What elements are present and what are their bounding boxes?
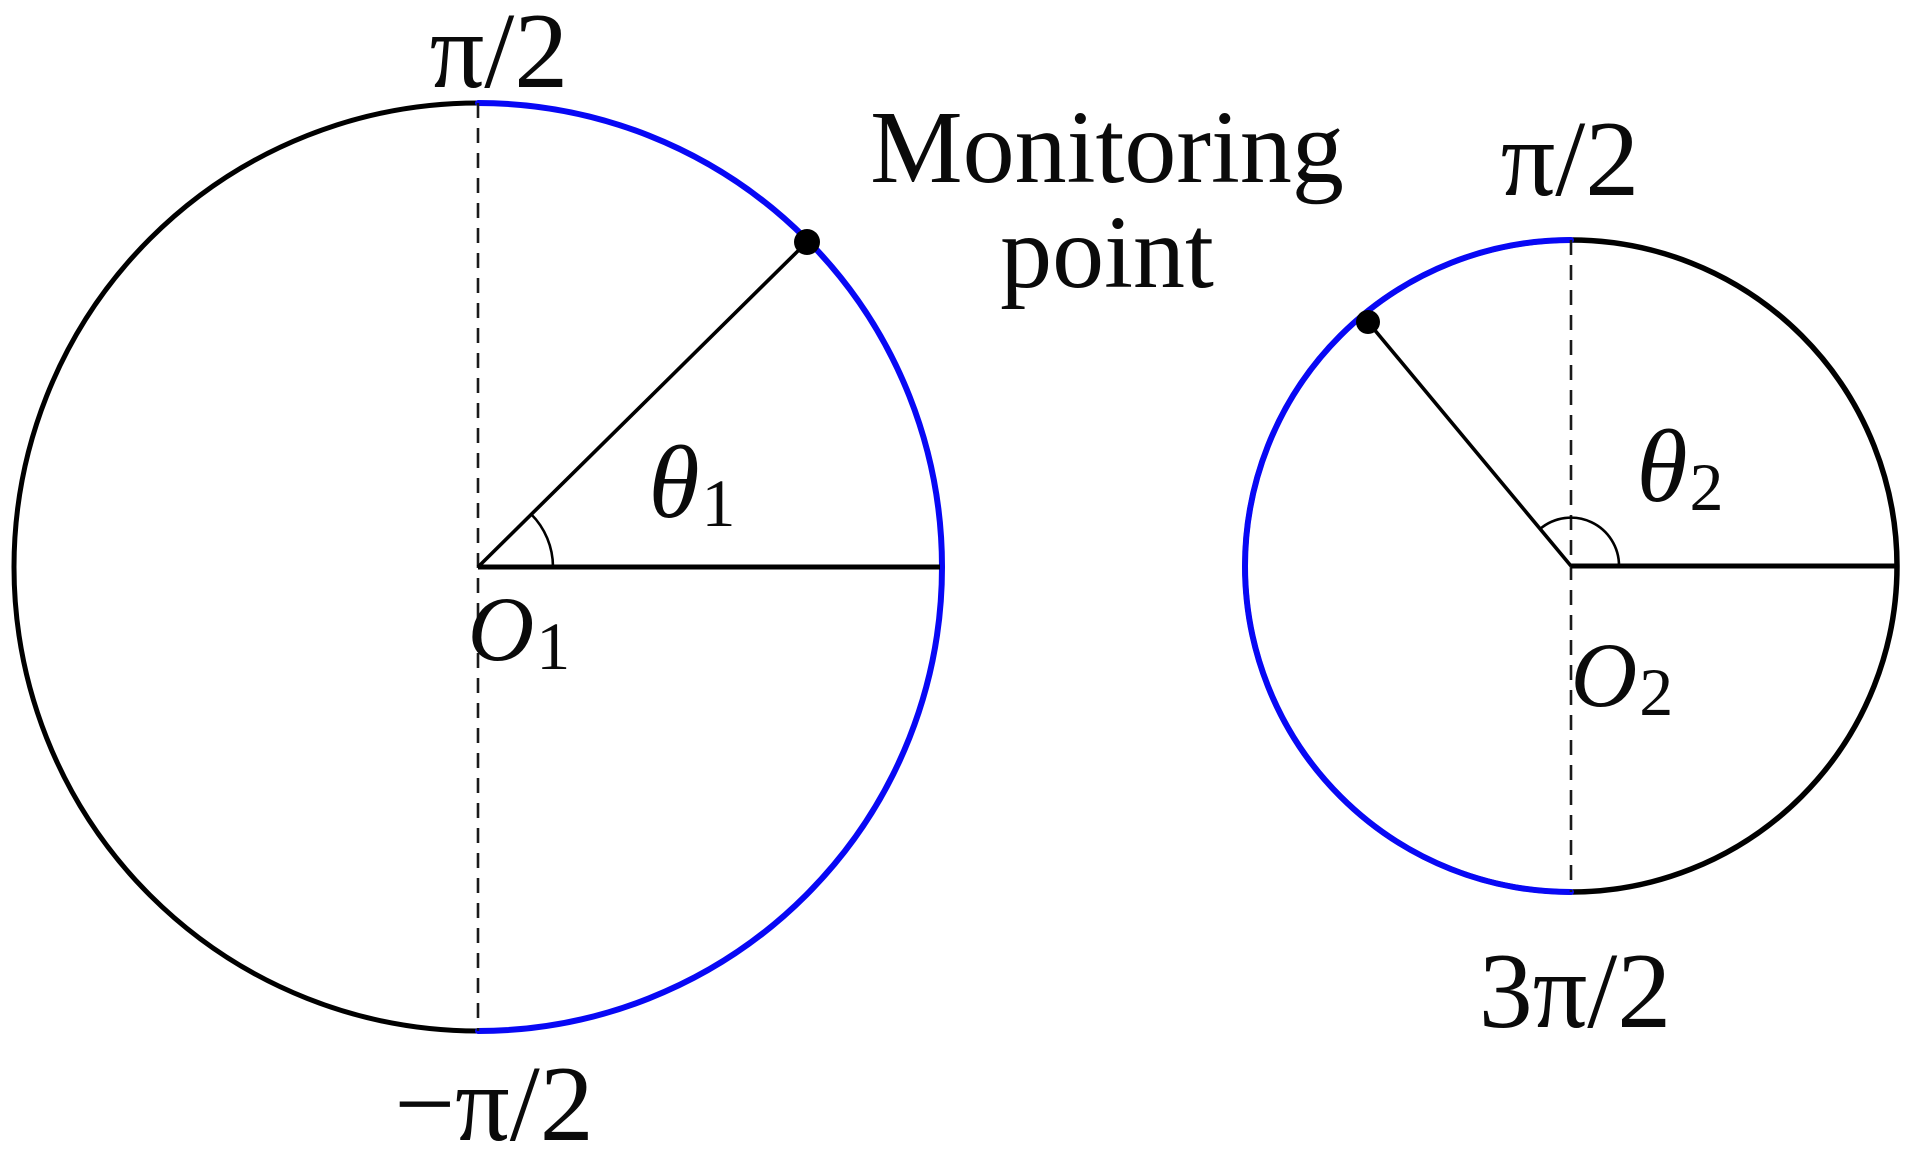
- right-theta-subscript: 2: [1689, 448, 1724, 525]
- left-origin-base: O: [467, 578, 535, 680]
- left-circle-highlight-arc: [475, 100, 945, 1034]
- left-origin-label: O 1: [467, 578, 570, 680]
- right-top-angle-text: π/2: [1500, 100, 1640, 219]
- right-bottom-angle-text: 3π/2: [1478, 932, 1672, 1051]
- monitoring-point-line1: Monitoring: [870, 90, 1344, 205]
- left-monitoring-radius: [476, 240, 809, 569]
- right-monitoring-radius: [1366, 320, 1573, 568]
- left-monitoring-point-dot: [794, 229, 820, 255]
- left-top-angle-label: π/2: [430, 0, 569, 106]
- left-bottom-angle-label: −π/2: [394, 1051, 593, 1159]
- left-angle-arc: [530, 513, 555, 568]
- right-origin-label: O 2: [1570, 624, 1673, 726]
- left-theta-label: θ 1: [648, 425, 736, 541]
- right-theta-base: θ: [1636, 409, 1688, 524]
- right-origin-base: O: [1570, 624, 1638, 726]
- right-origin-subscript: 2: [1639, 653, 1674, 730]
- right-theta-label: θ 2: [1636, 409, 1724, 525]
- right-bottom-angle-label: 3π/2: [1479, 938, 1672, 1046]
- left-theta-base: θ: [648, 425, 700, 540]
- right-circle-highlight-arc: [1242, 237, 1574, 895]
- left-theta-subscript: 1: [701, 464, 736, 541]
- right-top-angle-label: π/2: [1501, 106, 1640, 214]
- monitoring-point-line2: point: [1000, 195, 1214, 310]
- monitoring-point-annotation: Monitoring point: [870, 95, 1344, 305]
- left-origin-subscript: 1: [536, 607, 571, 684]
- left-bottom-angle-text: −π/2: [394, 1045, 594, 1160]
- left-top-angle-text: π/2: [429, 0, 569, 111]
- right-monitoring-point-dot: [1356, 310, 1380, 334]
- right-angle-arc: [1539, 516, 1621, 567]
